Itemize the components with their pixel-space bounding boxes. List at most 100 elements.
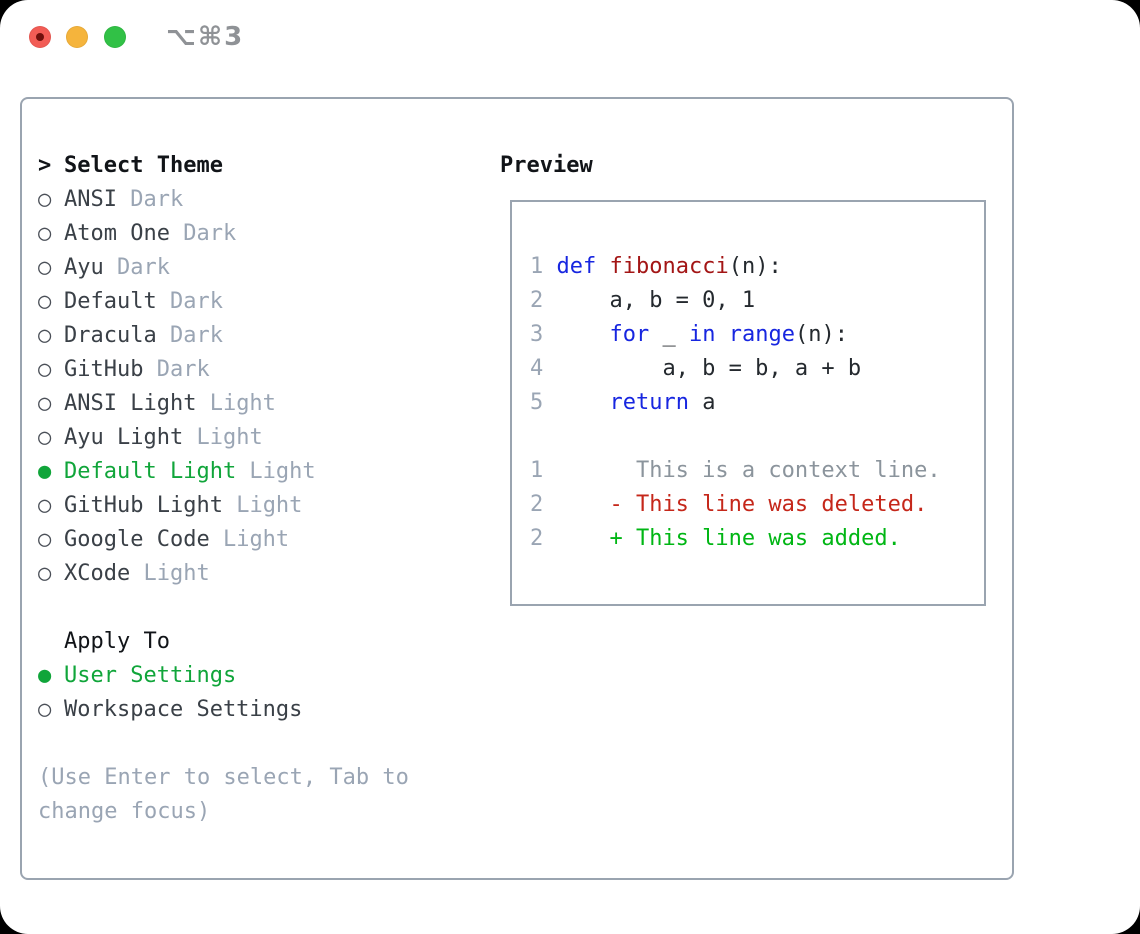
line-number: 1 (530, 458, 544, 483)
line-number: 3 (530, 322, 544, 347)
code-segment-deleted: - This line was deleted. (543, 492, 928, 517)
radio-icon: ○ (38, 697, 52, 722)
code-line: 4 a, b = b, a + b (530, 352, 941, 386)
select-theme-header-label: Select Theme (64, 153, 223, 178)
code-line: 1 This is a context line. (530, 454, 941, 488)
code-line: 1 def fibonacci(n): (530, 250, 941, 284)
theme-option-label: Ayu (64, 255, 104, 280)
theme-option-label: XCode (64, 561, 131, 586)
theme-option-tag: Dark (156, 289, 223, 314)
close-button[interactable] (29, 26, 51, 48)
theme-option[interactable]: ○ XCode Light (38, 557, 433, 591)
theme-option-label: Dracula (64, 323, 157, 348)
radio-icon: ○ (38, 187, 52, 212)
preview-header: Preview (500, 153, 593, 178)
zoom-button[interactable] (104, 26, 126, 48)
code-segment-keyword: def (556, 254, 597, 279)
theme-option-tag: Dark (116, 187, 184, 212)
radio-icon: ○ (38, 323, 52, 348)
code-segment-plain: a, b = b, a + b (543, 356, 862, 381)
theme-option-tag: Light (236, 459, 316, 484)
theme-option[interactable]: ○Ayu Light Light (38, 421, 433, 455)
theme-option-tag: Light (222, 493, 303, 518)
apply-to-list: ● User Settings ○ Workspace Settings (38, 659, 433, 727)
theme-option-label: Default (64, 289, 157, 314)
keyboard-hint: (Use Enter to select, Tab to change focu… (38, 765, 409, 824)
code-segment-keyword: return (609, 390, 689, 415)
radio-icon: ○ (38, 493, 52, 518)
theme-option-tag: Light (183, 425, 263, 450)
radio-selected-icon: ● (38, 459, 52, 484)
code-segment-plain (596, 254, 609, 279)
radio-selected-icon: ● (38, 663, 52, 688)
apply-to-indent (38, 625, 64, 659)
theme-option[interactable]: ○Ayu Dark (38, 251, 433, 285)
code-segment-plain: _ (649, 322, 689, 347)
code-segment-keyword: range (728, 322, 795, 347)
spacer (38, 591, 433, 625)
theme-option-label: ANSI (64, 187, 117, 212)
apply-option-label: User Settings (64, 663, 237, 688)
window-title: ⌥⌘3 (166, 22, 245, 52)
code-segment-plain (543, 390, 609, 415)
code-line: 2 + This line was added. (530, 522, 941, 556)
theme-option-label: Google Code (64, 527, 210, 552)
code-segment-plain (715, 322, 728, 347)
theme-option-tag: Dark (169, 221, 237, 246)
theme-option-tag: Dark (156, 323, 223, 348)
theme-list: ○ANSI Dark○Atom One Dark○Ayu Dark○Defaul… (38, 183, 433, 591)
code-segment-context: This is a context line. (543, 458, 941, 483)
theme-option-label: Atom One (64, 221, 170, 246)
theme-option[interactable]: ○ Dracula Dark (38, 319, 433, 353)
theme-option-label: GitHub (64, 357, 144, 382)
theme-option-tag: Dark (143, 357, 210, 382)
apply-option[interactable]: ○ Workspace Settings (38, 693, 433, 727)
theme-option-tag: Light (209, 527, 290, 552)
code-segment-added: + This line was added. (543, 526, 901, 551)
theme-option[interactable]: ○ Atom One Dark (38, 217, 433, 251)
theme-option[interactable]: ○ GitHub Dark (38, 353, 433, 387)
apply-option[interactable]: ● User Settings (38, 659, 433, 693)
radio-icon: ○ (38, 289, 52, 314)
theme-option-label: Default Light (64, 459, 237, 484)
theme-picker-panel: >Select Theme ○ANSI Dark○Atom One Dark○A… (20, 97, 1014, 880)
code-segment-keyword: in (688, 322, 716, 347)
code-segment-keyword: for (609, 322, 650, 347)
minimize-button[interactable] (66, 26, 88, 48)
radio-icon: ○ (38, 221, 52, 246)
title-bar: ⌥⌘3 (0, 0, 1140, 74)
theme-option[interactable]: ○ GitHub Light Light (38, 489, 433, 523)
radio-icon: ○ (38, 561, 52, 586)
theme-option-label: ANSI Light (64, 391, 197, 416)
theme-option[interactable]: ● Default Light Light (38, 455, 433, 489)
code-segment-plain: a, b = 0, 1 (543, 288, 756, 313)
theme-option[interactable]: ○ Google Code Light (38, 523, 433, 557)
apply-option-label: Workspace Settings (64, 697, 303, 722)
radio-icon: ○ (38, 391, 52, 416)
code-line: 3 for _ in range(n): (530, 318, 941, 352)
code-segment-plain (543, 322, 609, 347)
line-number: 2 (530, 288, 544, 313)
theme-option[interactable]: ○ANSI Light Light (38, 387, 433, 421)
theme-option-tag: Light (130, 561, 210, 586)
radio-icon: ○ (38, 527, 52, 552)
code-line: 2 a, b = 0, 1 (530, 284, 941, 318)
apply-to-header: Apply To (38, 625, 433, 659)
theme-option-label: GitHub Light (64, 493, 223, 518)
line-number: 2 (530, 526, 544, 551)
theme-column: >Select Theme ○ANSI Dark○Atom One Dark○A… (38, 149, 433, 829)
theme-option-tag: Dark (103, 255, 170, 280)
radio-icon: ○ (38, 357, 52, 382)
code-line: 5 return a (530, 386, 941, 420)
code-line: 2 - This line was deleted. (530, 488, 941, 522)
code-segment-plain (543, 254, 556, 279)
code-segment-function: fibonacci (609, 254, 729, 279)
theme-option[interactable]: ○ ANSI Dark (38, 183, 433, 217)
code-segment-plain: (n): (794, 322, 848, 347)
focus-cursor-icon: > (38, 153, 52, 178)
line-number: 1 (530, 254, 544, 279)
theme-option[interactable]: ○ Default Dark (38, 285, 433, 319)
